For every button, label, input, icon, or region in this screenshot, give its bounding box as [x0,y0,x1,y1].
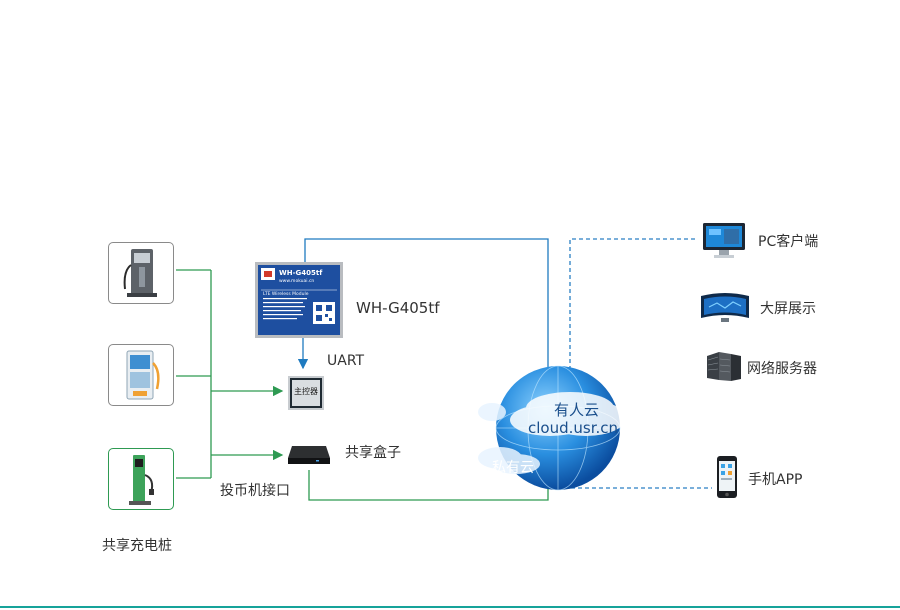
dashed-lines [569,238,712,489]
server-rack-icon [707,352,741,381]
network-server [705,350,743,382]
chip-subtitle-text: LTE Wireless Module [263,292,309,297]
shared-box-label: 共享盒子 [345,445,401,461]
big-screen [699,292,751,324]
usr-cloud-title: 有人云 [554,401,600,419]
chip-model-text: WH-G405tf [279,269,323,277]
private-cloud-label: 私有云 [492,460,534,476]
bottom-divider [0,606,900,608]
mobile-app-label: 手机APP [748,472,803,488]
controller-chip-icon [288,376,324,410]
shared-charging-pile-label: 共享充电桩 [102,538,172,554]
set-top-box-icon [288,446,330,464]
charging-station-box-1 [108,242,174,304]
globe-icon [478,365,626,491]
network-server-label: 网络服务器 [747,361,817,377]
cloud-globe: 有人云 cloud.usr.cn 私有云 [476,362,640,494]
smartphone-icon [717,456,737,498]
monitor-icon [703,223,745,258]
green-bus-lines [176,269,549,501]
charging-station-box-2 [108,344,174,406]
chip-url-text: www.mokuai.cn [279,279,315,284]
ev-charger-icon [129,455,154,505]
usr-cloud-url: cloud.usr.cn [528,419,619,437]
blue-lines [297,238,549,372]
pc-client-label: PC客户端 [758,234,819,250]
controller-chip-text: 主控器 [294,387,318,396]
big-screen-label: 大屏展示 [760,301,816,317]
main-controller: 主控器 [288,376,324,410]
charging-kiosk-icon [126,350,160,400]
coin-interface-label: 投币机接口 [220,483,290,499]
module-name-label: WH-G405tf [356,299,440,317]
charging-pile-icon [123,249,157,297]
charging-station-box-3 [108,448,174,510]
module-chip-icon [255,262,343,338]
uart-label: UART [327,353,365,369]
mobile-app [716,455,738,499]
wh-g405tf-module: WH-G405tf www.mokuai.cn LTE Wireless Mod… [255,262,343,338]
pc-client [702,222,746,260]
large-display-icon [701,293,749,322]
shared-box-device [286,438,332,468]
